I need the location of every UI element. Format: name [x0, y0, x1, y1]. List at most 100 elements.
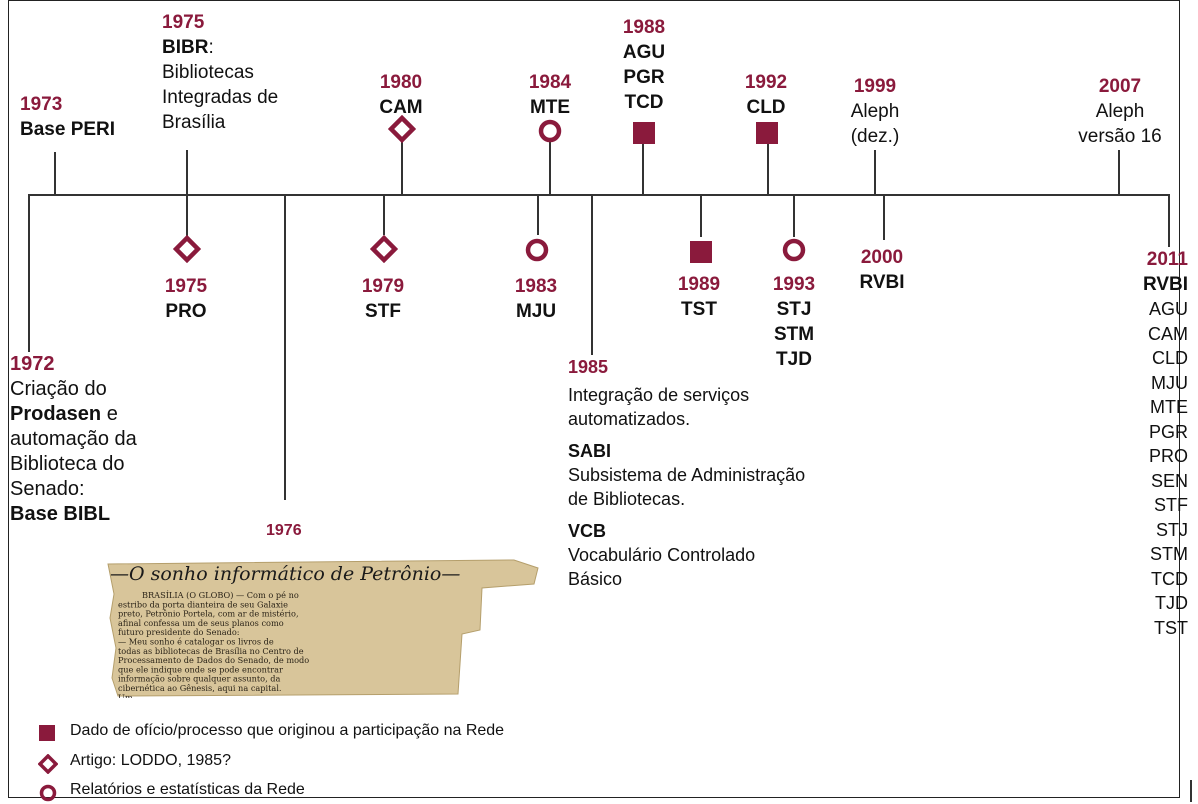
- event-name: AGU: [622, 42, 666, 63]
- member-item: CAM: [1148, 323, 1188, 344]
- event-name: Prodasen: [10, 403, 102, 425]
- legend-label: Dado de ofício/processo que originou a p…: [70, 722, 505, 739]
- clipping-line: estribo da porta dianteira de seu Galaxi…: [118, 599, 288, 609]
- event-year: 1980: [379, 72, 423, 93]
- event-year: 1979: [361, 276, 405, 297]
- event-line: Básico: [568, 569, 623, 589]
- connector-1988: [642, 142, 644, 195]
- event-1992: 1992 CLD: [726, 70, 806, 120]
- event-1988: 1988 AGU PGR TCD: [604, 15, 684, 115]
- member-item: SEN: [1150, 470, 1188, 491]
- event-name: SABI: [568, 441, 612, 461]
- event-2000: 2000 RVBI: [842, 245, 922, 295]
- connector-1984: [549, 142, 551, 195]
- event-line: Aleph: [850, 101, 900, 122]
- diamond-icon: [370, 235, 398, 263]
- circle-icon: [538, 119, 562, 143]
- connector-2007: [1118, 150, 1120, 195]
- event-year: 1993: [772, 274, 816, 295]
- event-name: MJU: [515, 301, 557, 322]
- clipping-line: que ele indique onde se pode encontrar: [118, 664, 283, 674]
- diamond-icon: [388, 115, 416, 143]
- event-line: e: [101, 403, 118, 425]
- diamond-icon: [173, 235, 201, 263]
- clipping-line: futuro presidente do Senado:: [118, 627, 240, 637]
- event-line: de Bibliotecas.: [568, 489, 686, 509]
- event-name: RVBI: [1142, 273, 1188, 295]
- connector-1976: [284, 195, 286, 500]
- event-year: 1976: [266, 522, 302, 539]
- event-year: 1989: [677, 274, 721, 295]
- event-1984: 1984 MTE: [510, 70, 590, 120]
- clipping-line: Um ...: [118, 692, 143, 698]
- event-year: 2007: [1098, 76, 1142, 97]
- event-year: 2000: [860, 247, 904, 268]
- member-item: STM: [1150, 544, 1188, 564]
- connector-1999: [874, 150, 876, 195]
- event-1972: 1972 Criação do Prodasen e automação da …: [10, 352, 210, 527]
- event-line: Senado:: [10, 478, 85, 500]
- newspaper-clipping: —O sonho informático de Petrônio— BRASÍL…: [107, 559, 539, 698]
- event-1979: 1979 STF: [343, 274, 423, 324]
- square-icon: [690, 241, 712, 263]
- connector-1983: [537, 195, 539, 235]
- clipping-line: preto, Petrônio Portela, com ar de misté…: [118, 609, 299, 619]
- connector-1973: [54, 152, 56, 195]
- legend-label: Relatórios e estatísticas da Rede: [70, 781, 305, 798]
- clipping-line: cibernética ao Gênesis, aqui na capital.: [118, 683, 282, 693]
- event-name: Base PERI: [20, 119, 116, 140]
- event-year: 1983: [514, 276, 558, 297]
- clipping-line: Processamento de Dados do Senado, de mod…: [118, 655, 309, 665]
- event-name: RVBI: [859, 272, 905, 293]
- member-item: PGR: [1148, 421, 1188, 442]
- event-1999: 1999 Aleph (dez.): [830, 74, 920, 149]
- event-line: Criação do: [10, 378, 107, 400]
- edge-mark: [1190, 780, 1192, 802]
- event-name: BIBR: [162, 37, 209, 58]
- connector-1980: [401, 142, 403, 195]
- event-year: 1972: [10, 353, 55, 375]
- clipping-headline: —O sonho informático de Petrônio—: [110, 563, 460, 585]
- event-1973: 1973 Base PERI: [20, 92, 115, 142]
- event-2007: 2007 Aleph versão 16: [1060, 74, 1180, 149]
- clipping-line: informação sobre qualquer assunto, da: [118, 674, 281, 684]
- event-1985: 1985 Integração de serviços automatizado…: [568, 355, 868, 591]
- timeline-axis: [28, 194, 1170, 196]
- square-icon: [39, 725, 55, 741]
- event-year: 1973: [20, 94, 63, 115]
- diagram-frame: [8, 0, 1180, 798]
- event-year: 1988: [622, 17, 666, 38]
- member-item: STF: [1154, 495, 1188, 515]
- event-name: STJ: [776, 299, 812, 320]
- event-line: Vocabulário Controlado: [568, 545, 756, 565]
- event-year: 2011: [1146, 249, 1188, 270]
- member-item: MTE: [1150, 397, 1188, 417]
- clipping-line: — Meu sonho é catalogar os livros de: [118, 637, 274, 647]
- connector-1975b: [186, 195, 188, 237]
- event-line: Integração de serviços: [568, 385, 750, 405]
- event-name: TCD: [624, 92, 664, 113]
- event-1976: 1976: [266, 518, 302, 543]
- square-icon: [633, 122, 655, 144]
- event-line: Subsistema de Administração: [568, 465, 806, 485]
- event-name: TST: [681, 299, 717, 320]
- event-name: TJD: [776, 349, 812, 370]
- event-year: 1984: [528, 72, 572, 93]
- circle-icon: [525, 238, 549, 262]
- event-year: 1975: [164, 276, 208, 297]
- event-line: automatizados.: [568, 409, 691, 429]
- legend-label: Artigo: LODDO, 1985?: [70, 752, 231, 769]
- event-1980: 1980 CAM: [361, 70, 441, 120]
- connector-1992: [767, 142, 769, 195]
- event-name: STF: [365, 301, 401, 322]
- event-1975-pro: 1975 PRO: [146, 274, 226, 324]
- connector-1972: [28, 194, 30, 352]
- event-line: versão 16: [1078, 126, 1162, 147]
- connector-1985: [591, 195, 593, 355]
- event-colon: :: [208, 37, 214, 58]
- circle-icon: [39, 784, 57, 802]
- member-item: CLD: [1151, 348, 1188, 368]
- event-line: Bibliotecas: [162, 62, 254, 83]
- member-item: MJU: [1151, 372, 1188, 393]
